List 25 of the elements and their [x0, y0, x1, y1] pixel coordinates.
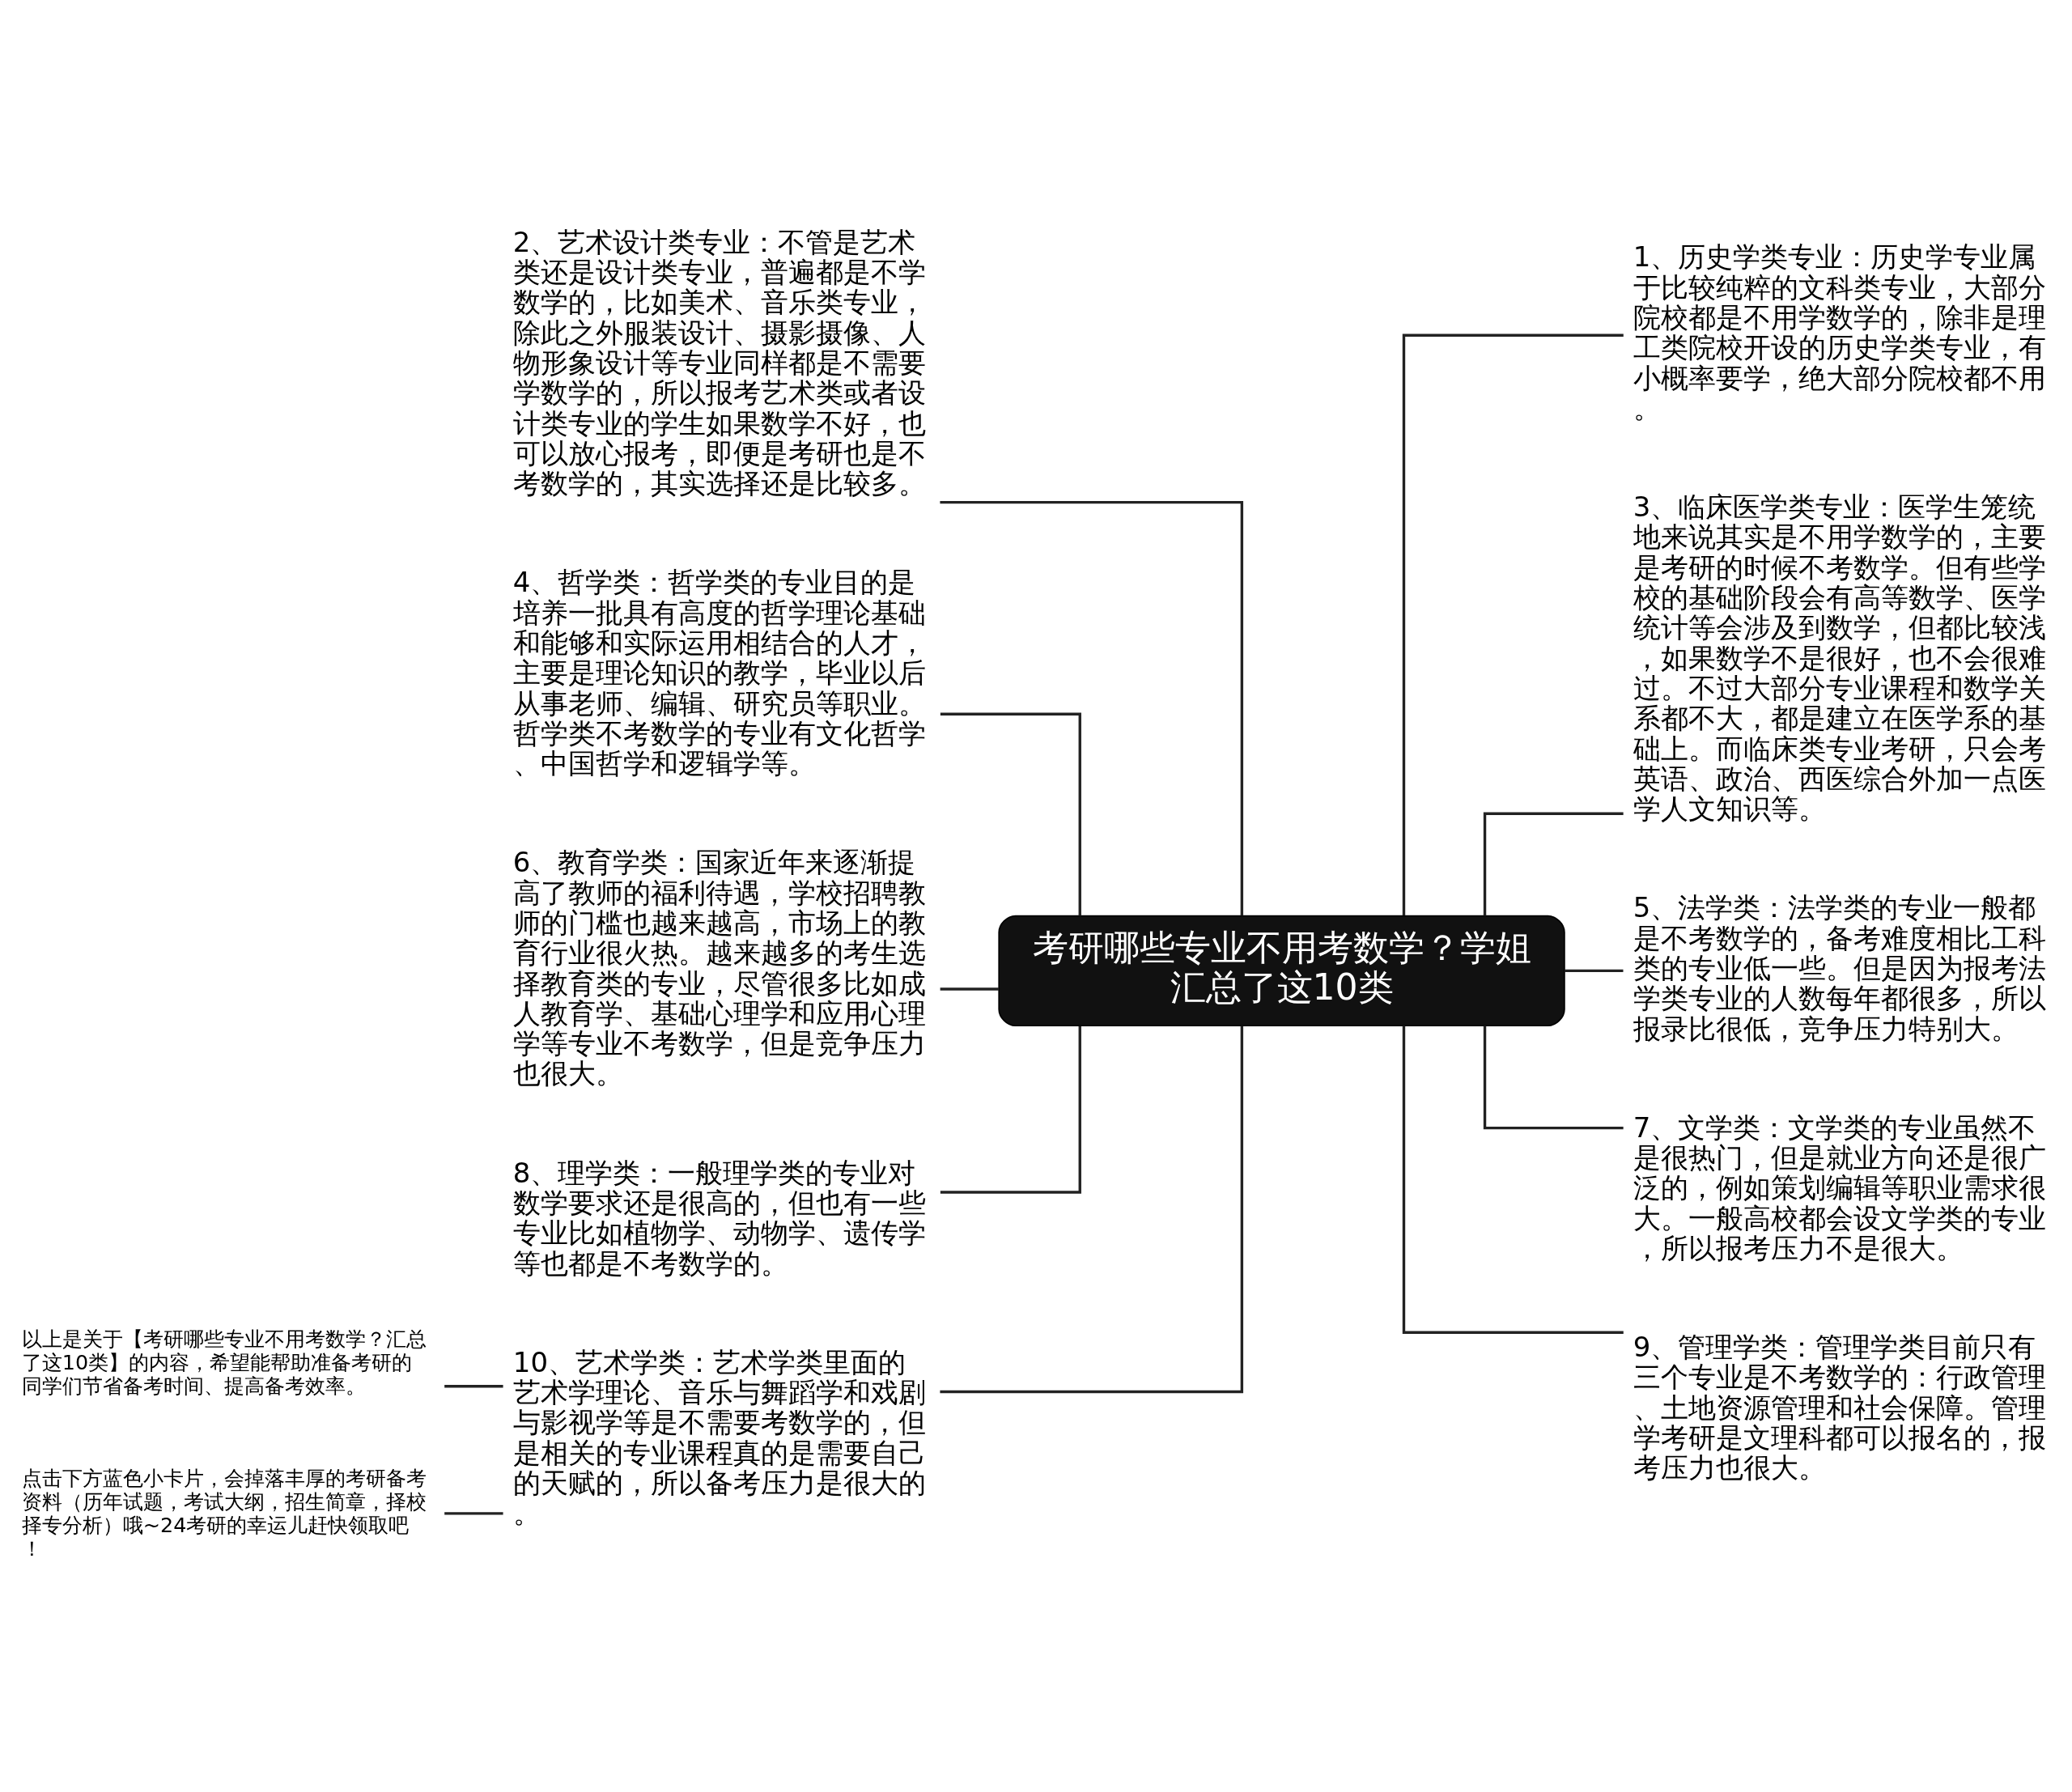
node-text: 以上是关于【考研哪些专业不用考数学？汇总了这10类】的内容，希望能帮助准备考研的同学们节省备考时间、提高备考效率。 [21, 1327, 427, 1398]
connector [1565, 969, 1624, 973]
connector [1402, 333, 1624, 916]
node-box: 考研哪些专业不用考数学？学姐汇总了这10类 [998, 915, 1565, 1027]
connector [940, 712, 1081, 916]
node-text: 7、文学类：文学类的专业虽然不是很热门，但是就业方向还是很广泛的，例如策划编辑等职业需求很大。一般高校都会设文学类的专业，所以报考压力不是很大。 [1633, 1111, 2046, 1264]
node-text: 4、哲学类：哲学类的专业目的是培养一批具有高度的哲学理论基础和能够和实际运用相结合的人才，主要是理论知识的教学，毕业以后从事老师、编辑、研究员等职业。哲学类不考数学的专业有文化哲学、中国哲学和逻辑学等。 [512, 567, 926, 780]
connector [1483, 812, 1624, 916]
node-text: 6、教育学类：国家近年来逐渐提高了教师的福利待遇，学校招聘教师的门槛也越来越高，市场上的教育行业很火热。越来越多的考生选择教育类的专业，尽管很多比如成人教育学、基础心理学和应用心理学等专业不考数学，但是竞争压力也很大。 [512, 847, 926, 1090]
connector [444, 1385, 503, 1388]
node-text: 10、艺术学类：艺术学类里面的艺术学理论、音乐与舞蹈学和戏剧与影视学等是不需要考数学的，但是相关的专业课程真的是需要自己的天赋的，所以备考压力是很大的。 [512, 1346, 926, 1530]
connector [1483, 1026, 1624, 1130]
connector [940, 987, 1000, 991]
connector [940, 1026, 1244, 1394]
node-text: 1、历史学类专业：历史学专业属于比较纯粹的文科类专业，大部分院校都是不用学数学的，除非是理工类院校开设的历史学类专业，有小概率要学，绝大部分院校都不用。 [1633, 241, 2046, 424]
connector [940, 500, 1244, 916]
node-text: 5、法学类：法学类的专业一般都是不考数学的，备考难度相比工科类的专业低一些。但是因为报考法学类专业的人数每年都很多，所以报录比很低，竞争压力特别大。 [1633, 892, 2046, 1045]
node-text: 2、艺术设计类专业：不管是艺术类还是设计类专业，普遍都是不学数学的，比如美术、音乐类专业，除此之外服装设计、摄影摄像、人物形象设计等专业同样都是不需要学数学的，所以报考艺术类或者设计类专业的学生如果数学不好，也可以放心报考，即便是考研也是不考数学的，其实选择还是比较多。 [512, 226, 926, 500]
connector [444, 1512, 503, 1515]
node-text: 9、管理学类：管理学类目前只有三个专业是不考数学的：行政管理、土地资源管理和社会保障。管理学考研是文理科都可以报名的，报考压力也很大。 [1633, 1331, 2046, 1484]
connector [1402, 1026, 1624, 1334]
connector [940, 1026, 1081, 1194]
node-text: 3、临床医学类专业：医学生笼统地来说其实是不用学数学的，主要是考研的时候不考数学。但有些学校的基础阶段会有高等数学、医学统计等会涉及到数学，但都比较浅，如果数学不是很好，也不会很难过。不过大部分专业课程和数学关系都不大，都是建立在医学系的基础上。而临床类专业考研，只会考英语、政治、西医综合外加一点医学人文知识等。 [1633, 491, 2046, 826]
node-text: 8、理学类：一般理学类的专业对数学要求还是很高的，但也有一些专业比如植物学、动物学、遗传学等也都是不考数学的。 [512, 1157, 926, 1280]
node-text: 点击下方蓝色小卡片，会掉落丰厚的考研备考资料（历年试题，考试大纲，招生简章，择校择专分析）哦~24考研的幸运儿赶快领取吧！ [21, 1466, 427, 1561]
